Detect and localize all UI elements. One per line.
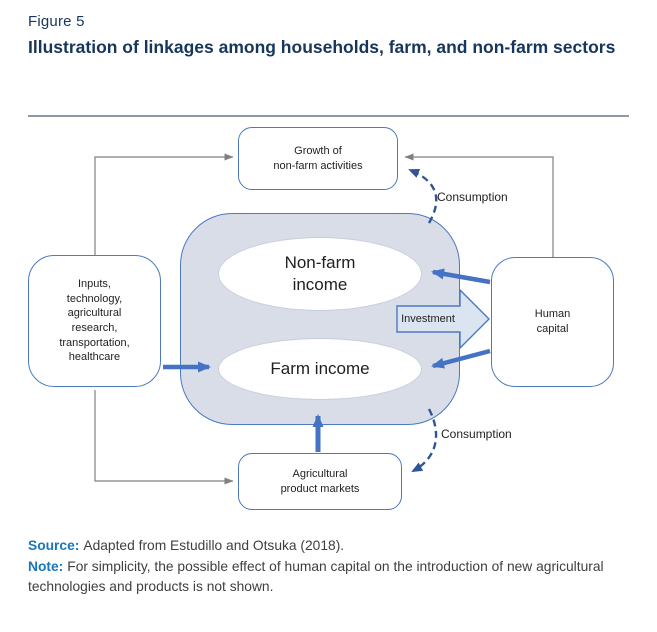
- inputs-box: Inputs, technology, agricultural researc…: [28, 255, 161, 387]
- inputs-label: Inputs, technology, agricultural researc…: [59, 278, 130, 364]
- growth-nonfarm-label: Growth of non-farm activities: [273, 144, 363, 172]
- human-capital-box: Human capital: [491, 257, 614, 387]
- figure-footer: Source:Adapted from Estudillo and Otsuka…: [28, 536, 634, 598]
- note-label: Note:: [28, 558, 64, 574]
- source-label: Source:: [28, 538, 80, 553]
- farm-income-label: Farm income: [270, 359, 370, 379]
- note-line: Note:For simplicity, the possible effect…: [28, 557, 634, 598]
- consumption-top-label: Consumption: [437, 190, 508, 204]
- nonfarm-income-ellipse: Non-farm income: [218, 237, 422, 311]
- growth-nonfarm-box: Growth of non-farm activities: [238, 127, 398, 190]
- investment-label: Investment: [401, 313, 455, 325]
- figure-title: Illustration of linkages among household…: [28, 37, 616, 57]
- nonfarm-income-label: Non-farm income: [284, 253, 356, 294]
- farm-income-ellipse: Farm income: [218, 338, 422, 400]
- ag-product-markets-label: Agricultural product markets: [280, 467, 360, 495]
- figure-number: Figure 5: [28, 13, 85, 30]
- ag-product-markets-box: Agricultural product markets: [238, 453, 402, 510]
- linkages-diagram: Non-farm income Farm income Growth of no…: [0, 116, 657, 528]
- header-divider: [28, 115, 629, 117]
- human-capital-label: Human capital: [534, 308, 571, 335]
- source-text: Adapted from Estudillo and Otsuka (2018)…: [83, 538, 345, 553]
- source-line: Source:Adapted from Estudillo and Otsuka…: [28, 536, 634, 557]
- consumption-bottom-label: Consumption: [441, 427, 512, 441]
- note-text: For simplicity, the possible effect of h…: [28, 558, 604, 595]
